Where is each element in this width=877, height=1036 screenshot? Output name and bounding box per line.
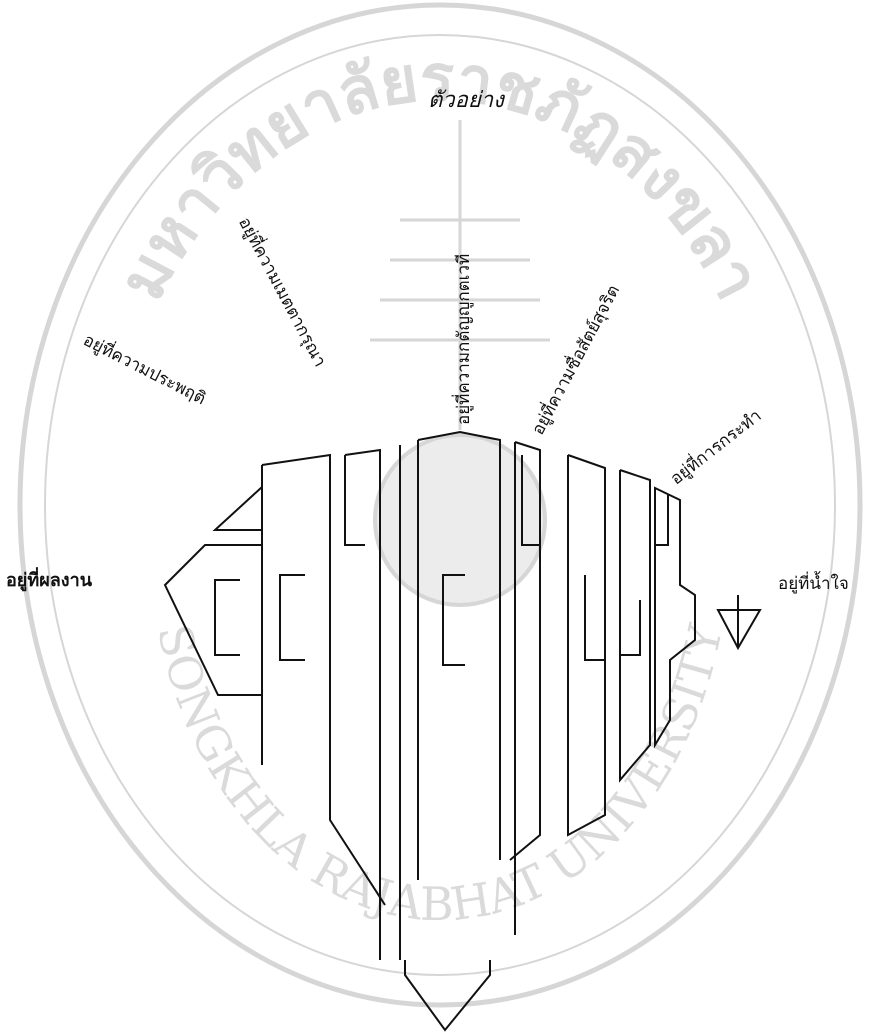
label-right: อยู่ที่น้ำใจ xyxy=(778,576,849,593)
pillar-1 xyxy=(262,455,385,905)
right-small-triangle xyxy=(718,595,760,648)
label-left: อยู่ที่ผลงาน xyxy=(6,572,92,590)
right-notch-hook xyxy=(655,495,668,545)
pillar-5 xyxy=(510,442,540,935)
pillar-6 xyxy=(568,455,605,835)
label-center: อยู่ที่ความกตัญญูกตเวที xyxy=(456,254,473,425)
left-arrow-shape xyxy=(165,545,262,695)
pillar-3 xyxy=(400,440,418,960)
center-pillar xyxy=(405,432,500,1030)
pillar-6-hook xyxy=(585,575,605,660)
pillar-5-hook xyxy=(522,455,540,545)
pillar-7 xyxy=(620,470,650,780)
pillar-2 xyxy=(345,450,380,960)
diagram-title: ตัวอย่าง xyxy=(428,90,504,112)
center-hook xyxy=(443,575,465,665)
left-arrow-hook xyxy=(215,580,240,655)
left-upper-triangle xyxy=(215,487,262,530)
pillar-7-hook xyxy=(620,600,640,655)
pillar-1-hook xyxy=(280,575,305,660)
right-notched-shape xyxy=(655,488,695,745)
